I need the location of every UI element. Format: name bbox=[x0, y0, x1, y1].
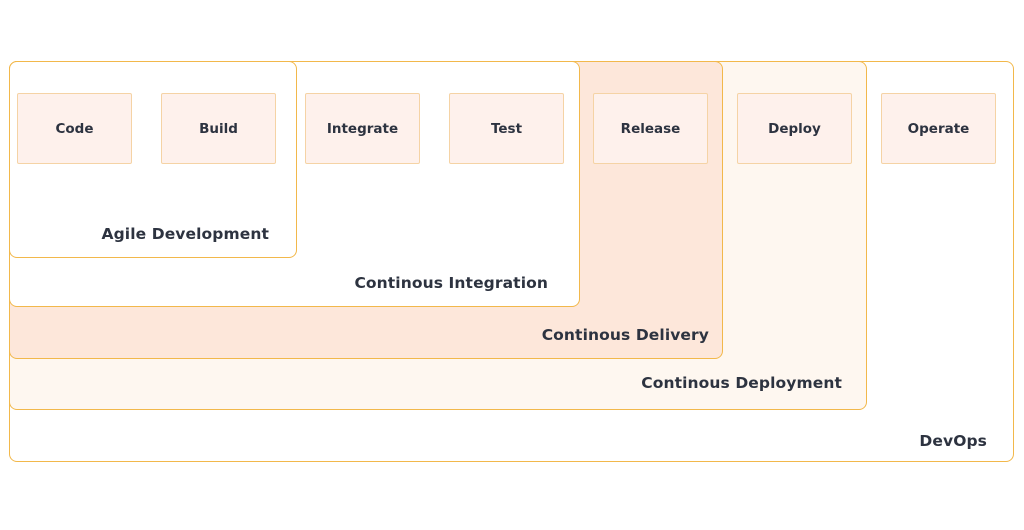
region-label-continuous-delivery: Continous Delivery bbox=[541, 326, 709, 344]
step-deploy: Deploy bbox=[737, 93, 852, 164]
region-label-agile-development: Agile Development bbox=[101, 225, 269, 243]
step-integrate: Integrate bbox=[305, 93, 420, 164]
step-test: Test bbox=[449, 93, 564, 164]
region-label-continuous-deployment: Continous Deployment bbox=[641, 374, 842, 392]
step-code: Code bbox=[17, 93, 132, 164]
step-build: Build bbox=[161, 93, 276, 164]
step-release: Release bbox=[593, 93, 708, 164]
region-label-devops: DevOps bbox=[919, 432, 987, 450]
step-operate: Operate bbox=[881, 93, 996, 164]
region-label-continuous-integration: Continous Integration bbox=[354, 274, 548, 292]
